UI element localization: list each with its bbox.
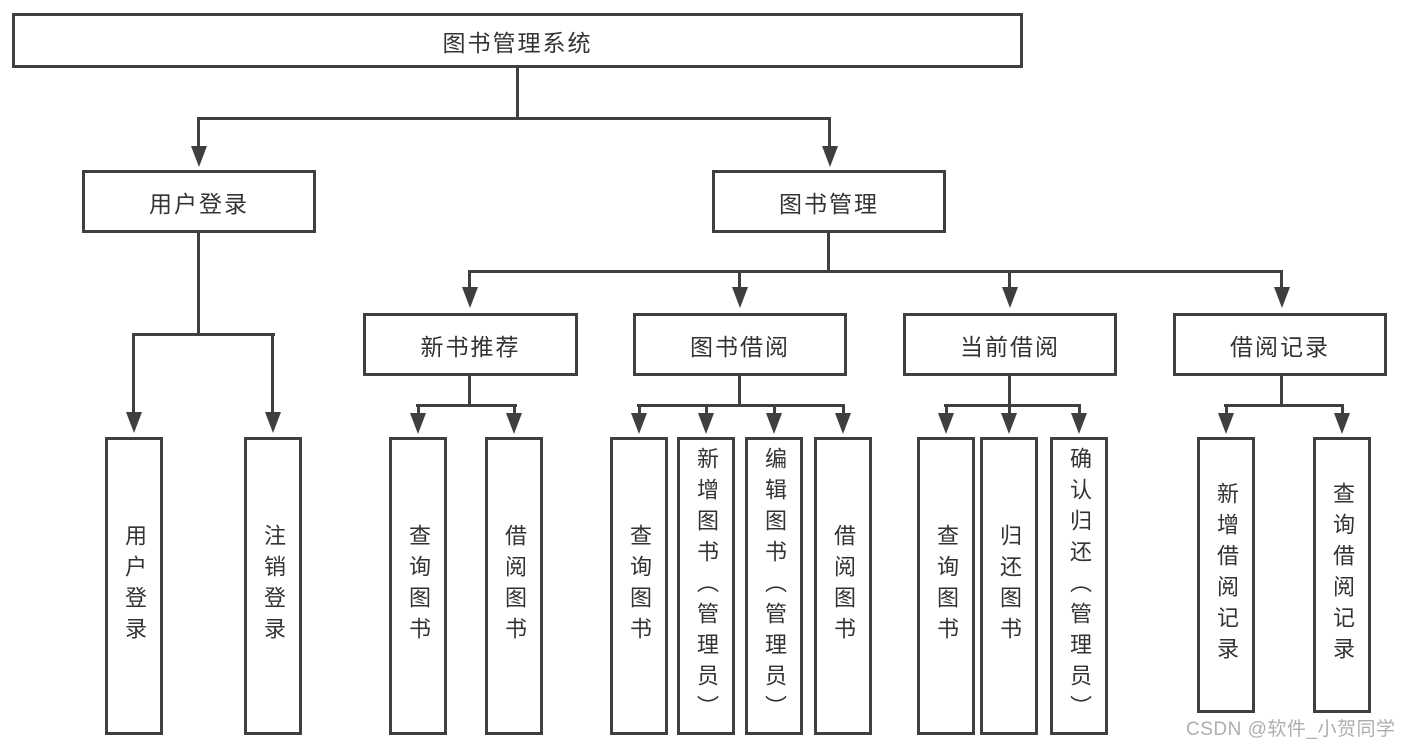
node-leaf-confirm-return-admin: 确认归还（管理员） bbox=[1050, 437, 1108, 735]
node-label: 借阅图书 bbox=[502, 524, 527, 648]
connector-line bbox=[827, 233, 830, 273]
arrowhead-down-icon bbox=[1001, 413, 1017, 434]
connector-line bbox=[516, 68, 519, 119]
node-leaf-query-books-current: 查询图书 bbox=[917, 437, 975, 735]
arrowhead-down-icon bbox=[1218, 413, 1234, 434]
connector-line bbox=[468, 270, 1283, 273]
connector-line bbox=[944, 404, 1081, 407]
connector-line bbox=[1008, 273, 1011, 287]
connector-line bbox=[1224, 404, 1344, 407]
node-leaf-edit-books-admin: 编辑图书（管理员） bbox=[745, 437, 803, 735]
connector-line bbox=[416, 404, 517, 407]
node-leaf-query-borrow-record: 查询借阅记录 bbox=[1313, 437, 1371, 713]
arrowhead-down-icon bbox=[1274, 287, 1290, 308]
arrowhead-down-icon bbox=[265, 412, 281, 433]
connector-line bbox=[638, 407, 641, 414]
node-label: 归还图书 bbox=[997, 524, 1022, 648]
node-label: 查询图书 bbox=[934, 524, 959, 648]
connector-line bbox=[513, 407, 516, 414]
node-book-borrowing: 图书借阅 bbox=[633, 313, 847, 376]
connector-line bbox=[468, 376, 471, 407]
arrowhead-down-icon bbox=[1334, 413, 1350, 434]
arrowhead-down-icon bbox=[835, 413, 851, 434]
connector-line bbox=[1078, 407, 1081, 414]
connector-line bbox=[1341, 407, 1344, 414]
arrowhead-down-icon bbox=[766, 413, 782, 434]
arrowhead-down-icon bbox=[938, 413, 954, 434]
connector-line bbox=[132, 333, 275, 336]
connector-line bbox=[637, 404, 845, 407]
node-label: 图书管理 bbox=[779, 190, 879, 217]
node-label: 借阅图书 bbox=[831, 524, 856, 648]
connector-line bbox=[705, 407, 708, 414]
node-label: 确认归还（管理员） bbox=[1067, 446, 1092, 726]
connector-line bbox=[197, 117, 831, 120]
node-label: 图书借阅 bbox=[690, 333, 790, 360]
arrowhead-down-icon bbox=[1071, 413, 1087, 434]
node-library-system: 图书管理系统 bbox=[12, 13, 1023, 68]
arrowhead-down-icon bbox=[631, 413, 647, 434]
node-leaf-add-borrow-record: 新增借阅记录 bbox=[1197, 437, 1255, 713]
connector-line bbox=[1008, 407, 1011, 414]
arrowhead-down-icon bbox=[822, 146, 838, 167]
arrowhead-down-icon bbox=[506, 413, 522, 434]
node-label: 用户登录 bbox=[122, 524, 147, 648]
connector-line bbox=[1225, 407, 1228, 414]
connector-line bbox=[1280, 273, 1283, 287]
arrowhead-down-icon bbox=[698, 413, 714, 434]
node-label: 注销登录 bbox=[261, 524, 286, 648]
node-book-management: 图书管理 bbox=[712, 170, 946, 233]
connector-line bbox=[271, 336, 274, 412]
node-label: 用户登录 bbox=[149, 190, 249, 217]
connector-line bbox=[842, 407, 845, 414]
node-label: 编辑图书（管理员） bbox=[762, 446, 787, 726]
connector-line bbox=[1280, 376, 1283, 407]
node-leaf-add-books-admin: 新增图书（管理员） bbox=[677, 437, 735, 735]
node-label: 查询借阅记录 bbox=[1330, 482, 1355, 668]
arrowhead-down-icon bbox=[410, 413, 426, 434]
connector-line bbox=[945, 407, 948, 414]
node-borrowing-records: 借阅记录 bbox=[1173, 313, 1387, 376]
arrowhead-down-icon bbox=[191, 146, 207, 167]
node-user-login: 用户登录 bbox=[82, 170, 316, 233]
connector-line bbox=[773, 407, 776, 414]
connector-line bbox=[738, 273, 741, 287]
node-current-borrowing: 当前借阅 bbox=[903, 313, 1117, 376]
node-leaf-user-login: 用户登录 bbox=[105, 437, 163, 735]
arrowhead-down-icon bbox=[732, 287, 748, 308]
connector-line bbox=[468, 273, 471, 287]
node-label: 新书推荐 bbox=[420, 333, 521, 360]
node-label: 当前借阅 bbox=[960, 333, 1060, 360]
node-leaf-borrow-books-recommend: 借阅图书 bbox=[485, 437, 543, 735]
connector-line bbox=[828, 120, 831, 147]
node-new-book-recommend: 新书推荐 bbox=[363, 313, 578, 376]
node-leaf-query-books-recommend: 查询图书 bbox=[389, 437, 447, 735]
csdn-watermark: CSDN @软件_小贺同学 bbox=[1186, 719, 1396, 740]
node-label: 新增借阅记录 bbox=[1214, 482, 1239, 668]
arrowhead-down-icon bbox=[1002, 287, 1018, 308]
node-label: 查询图书 bbox=[406, 524, 431, 648]
node-leaf-borrow-books: 借阅图书 bbox=[814, 437, 872, 735]
node-label: 借阅记录 bbox=[1230, 333, 1330, 360]
connector-line bbox=[197, 233, 200, 336]
node-leaf-return-books: 归还图书 bbox=[980, 437, 1038, 735]
connector-line bbox=[417, 407, 420, 414]
node-label: 查询图书 bbox=[627, 524, 652, 648]
arrowhead-down-icon bbox=[462, 287, 478, 308]
node-label: 图书管理系统 bbox=[442, 29, 593, 56]
node-leaf-logout: 注销登录 bbox=[244, 437, 302, 735]
connector-line bbox=[132, 336, 135, 412]
arrowhead-down-icon bbox=[126, 412, 142, 433]
connector-line bbox=[1008, 376, 1011, 407]
connector-line bbox=[197, 120, 200, 147]
node-label: 新增图书（管理员） bbox=[694, 446, 719, 726]
connector-line bbox=[738, 376, 741, 407]
node-leaf-query-books-borrowing: 查询图书 bbox=[610, 437, 668, 735]
